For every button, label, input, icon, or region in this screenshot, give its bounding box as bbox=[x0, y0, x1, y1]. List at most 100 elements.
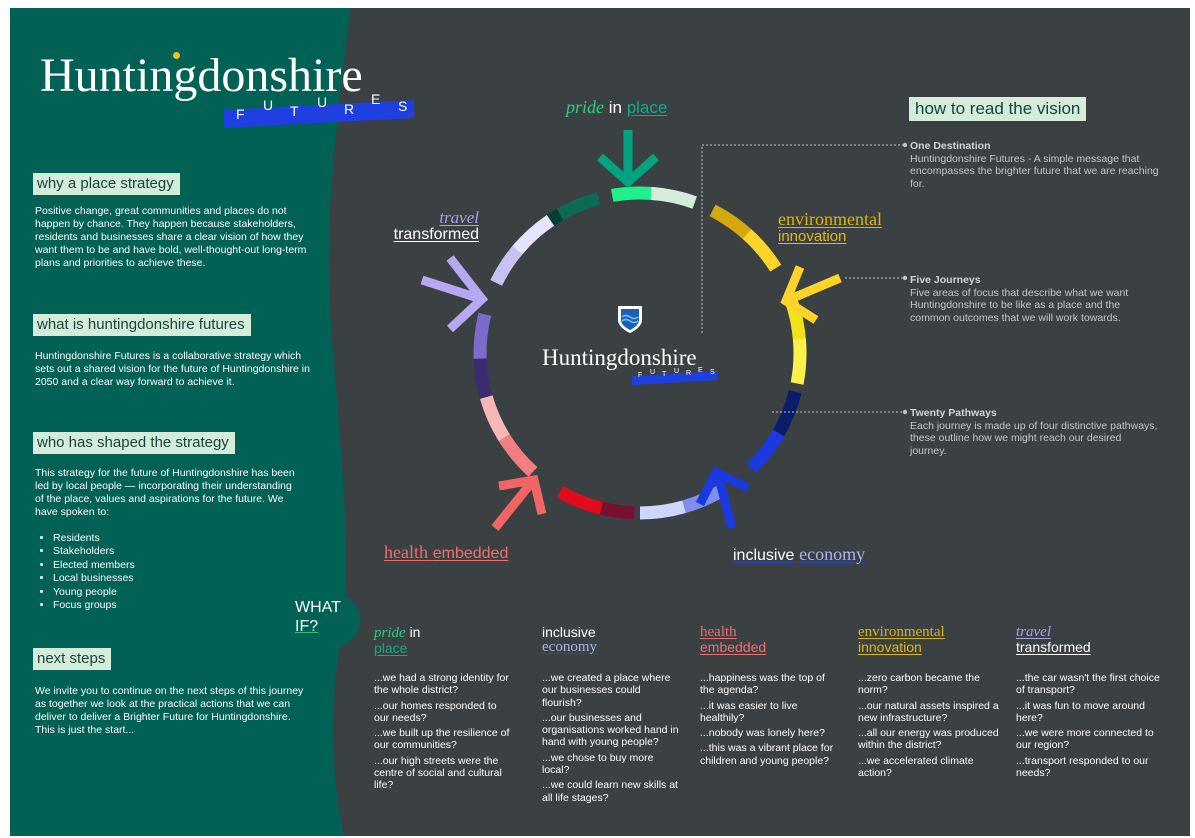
list-item: Local businesses bbox=[53, 572, 135, 585]
list-item: Stakeholders bbox=[53, 545, 135, 558]
section-body-who: This strategy for the future of Huntingd… bbox=[35, 467, 295, 518]
ring-segment bbox=[473, 352, 493, 399]
list-item: ...our high streets were the centre of s… bbox=[374, 754, 502, 792]
logo-letter: R bbox=[344, 100, 355, 117]
column-head-environment: environmental innovation bbox=[858, 624, 945, 655]
ring-segment bbox=[650, 186, 697, 209]
annotation-text-journeys: Five areas of focus that describe what w… bbox=[910, 287, 1129, 324]
list-item: ...we built up the resilience of our com… bbox=[374, 727, 510, 752]
ring-segment bbox=[746, 429, 785, 473]
logo-sun-dot bbox=[173, 52, 180, 59]
left-panel-background bbox=[10, 8, 350, 836]
list-item: ...we were more connected to our region? bbox=[1016, 727, 1154, 752]
logo-title: Huntingdonshire bbox=[40, 49, 363, 102]
list-item: ...the car wasn't the first choice of tr… bbox=[1016, 672, 1160, 697]
ring-segment bbox=[639, 500, 686, 520]
ring-segment bbox=[512, 215, 555, 255]
logo-letter: E bbox=[698, 366, 703, 374]
label-pride-in-place: pride in place bbox=[566, 97, 668, 117]
logo-letter: U bbox=[674, 367, 680, 375]
list-item: ...happiness was the top of the agenda? bbox=[700, 672, 825, 697]
column-items-environment: ...zero carbon became the norm? ...our n… bbox=[858, 672, 1006, 782]
logo-wave-ribbon bbox=[224, 100, 414, 128]
annotation-leaders bbox=[701, 144, 905, 413]
logo-letter: U bbox=[317, 94, 328, 110]
list-item: ...our natural assets inspired a new inf… bbox=[858, 699, 999, 724]
annotation-title-pathways: Twenty Pathways bbox=[910, 407, 997, 419]
what-if-line-1: WHAT bbox=[295, 599, 341, 616]
how-to-read-title: how to read the vision bbox=[909, 97, 1087, 121]
list-item: Elected members bbox=[53, 559, 135, 572]
logo-letter: T bbox=[290, 103, 299, 120]
ring-segment bbox=[556, 485, 603, 515]
ring-segment bbox=[498, 434, 538, 477]
label-travel-transformed: travel transformed bbox=[393, 208, 479, 243]
list-item: ...this was a vibrant place for children… bbox=[700, 742, 834, 767]
ring-segment bbox=[490, 241, 527, 286]
list-item: Focus groups bbox=[53, 599, 135, 612]
list-item: Residents bbox=[53, 532, 135, 545]
section-heading-why: why a place strategy bbox=[33, 173, 180, 195]
logo-letter: T bbox=[662, 371, 667, 378]
column-head-economy: inclusive economy bbox=[542, 624, 597, 655]
list-item: ...zero carbon became the norm? bbox=[858, 672, 980, 697]
column-head-health: health embedded bbox=[700, 624, 767, 655]
center-logo-wave-ribbon bbox=[632, 371, 718, 385]
label-inclusive-economy: inclusive economy bbox=[733, 544, 866, 564]
section-heading-next: next steps bbox=[33, 648, 112, 670]
section-heading-who: who has shaped the strategy bbox=[33, 432, 235, 454]
section-body-what: Huntingdonshire Futures is a collaborati… bbox=[35, 350, 310, 388]
stakeholder-list: Residents Stakeholders Elected members L… bbox=[35, 532, 135, 612]
ring-segment bbox=[742, 229, 782, 272]
label-health-embedded: health embedded bbox=[384, 542, 509, 562]
annotation-text-pathways: Each journey is made up of four distinct… bbox=[910, 420, 1158, 457]
list-item: ...our businesses and organisations work… bbox=[542, 711, 679, 749]
list-item: ...all our energy was produced within th… bbox=[858, 727, 999, 752]
ring-segment bbox=[790, 338, 807, 385]
list-item: ...we accelerated climate action? bbox=[858, 754, 974, 780]
list-item: ...it was fun to move around here? bbox=[1016, 699, 1145, 724]
ring-segment bbox=[611, 186, 658, 202]
annotation-dots bbox=[902, 142, 908, 415]
list-item: ...we had a strong identity for the whol… bbox=[374, 672, 509, 697]
section-body-why: Positive change, great communities and p… bbox=[35, 205, 307, 269]
what-if-badge: WHAT IF? bbox=[278, 592, 360, 648]
annotation-title-journeys: Five Journeys bbox=[910, 274, 981, 286]
ring-segment bbox=[772, 390, 802, 437]
ring-segment bbox=[473, 312, 492, 359]
list-item: ...we chose to buy more local? bbox=[542, 751, 654, 777]
column-items-pride: ...we had a strong identity for the whol… bbox=[374, 672, 514, 795]
logo-letter: F bbox=[236, 106, 245, 122]
arrow-health bbox=[491, 474, 547, 531]
arrow-travel bbox=[420, 255, 489, 333]
column-items-travel: ...the car wasn't the first choice of tr… bbox=[1016, 672, 1166, 782]
list-item: ...it was easier to live healthily? bbox=[700, 699, 798, 724]
column-head-travel: travel transformed bbox=[1016, 624, 1091, 655]
journey-ring bbox=[473, 186, 807, 520]
list-item: ...we created a place where our business… bbox=[542, 672, 671, 709]
list-item: ...our homes responded to our needs? bbox=[374, 699, 497, 724]
logo-letter: F bbox=[638, 372, 643, 379]
ring-segment bbox=[709, 204, 754, 241]
ring-segment bbox=[554, 192, 601, 222]
what-if-line-2: IF? bbox=[295, 618, 319, 635]
label-environmental-innovation: environmental innovation bbox=[778, 209, 882, 245]
column-items-health: ...happiness was the top of the agenda? … bbox=[700, 672, 840, 770]
arrow-economy bbox=[695, 465, 751, 530]
annotation-title-destination: One Destination bbox=[910, 140, 991, 152]
logo-letter: U bbox=[650, 368, 656, 376]
logo-letter: R bbox=[686, 370, 692, 377]
logo-letter: E bbox=[371, 91, 381, 108]
arrow-pride bbox=[597, 130, 659, 189]
ring-segment bbox=[479, 395, 510, 442]
list-item: ...we could learn new skills at all life… bbox=[542, 779, 678, 804]
logo-letter: U bbox=[263, 96, 274, 113]
vision-diagram bbox=[420, 130, 908, 531]
logo-letter: S bbox=[710, 369, 715, 376]
annotation-text-destination: Huntingdonshire Futures - A simple messa… bbox=[910, 153, 1159, 190]
list-item: ...nobody was lonely here? bbox=[700, 727, 825, 740]
section-heading-what: what is huntingdonshire futures bbox=[33, 314, 251, 336]
column-items-economy: ...we created a place where our business… bbox=[542, 672, 682, 807]
list-item: ...transport responded to our needs? bbox=[1016, 754, 1149, 780]
logo-letter: S bbox=[398, 98, 408, 114]
